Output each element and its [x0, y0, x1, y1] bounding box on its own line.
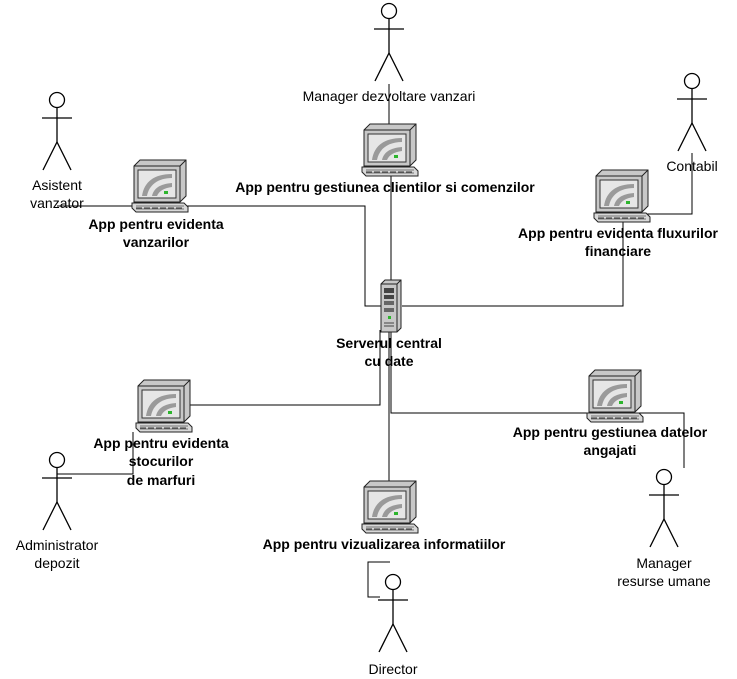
actor-label: Contabil: [666, 158, 717, 174]
link-administrator-pc: [57, 432, 134, 475]
actor-label-line1: Manager: [636, 555, 692, 571]
stick-figure-icon: [648, 468, 680, 548]
link-server-angajati: [390, 330, 685, 468]
stick-figure-icon: [377, 573, 409, 653]
link-server-stocuri: [188, 330, 381, 406]
link-contabil-pc: [645, 153, 693, 215]
connections: [57, 84, 693, 598]
stick-figure-icon: [41, 451, 73, 531]
actor-manager-dezvoltare-vanzari: Manager dezvoltare vanzari: [303, 2, 476, 104]
node-app-vanzari: App pentru evidenta vanzarilor: [88, 159, 224, 250]
node-label-line2: stocurilor: [129, 453, 194, 469]
actor-asistent-vanzator: Asistent vanzator: [30, 91, 84, 211]
actor-contabil: Contabil: [666, 72, 718, 174]
actor-label-line2: depozit: [34, 555, 79, 571]
node-label-line1: App pentru evidenta: [88, 216, 224, 232]
stick-figure-icon: [373, 2, 405, 82]
server-label-line1: Serverul central: [336, 335, 442, 351]
node-label-line2: financiare: [585, 243, 651, 259]
node-label-line1: App pentru evidenta: [93, 435, 229, 451]
server-tower-icon: [380, 279, 402, 333]
node-app-clienti-comenzi: App pentru gestiunea clientilor si comen…: [235, 123, 535, 195]
node-server-central: Serverul central cu date: [336, 279, 442, 369]
node-label: App pentru vizualizarea informatiilor: [263, 536, 506, 552]
node-label: App pentru gestiunea clientilor si comen…: [235, 179, 535, 195]
node-app-stocuri: App pentru evidenta stocurilor de marfur…: [93, 379, 229, 488]
actor-manager-resurse-umane: Manager resurse umane: [617, 468, 711, 589]
node-label-line1: App pentru gestiunea datelor: [513, 424, 708, 440]
computer-workstation-icon: [131, 159, 189, 213]
link-vizualizare-director: [367, 561, 390, 598]
actor-director: Director: [368, 573, 418, 677]
actor-administrator-depozit: Administrator depozit: [16, 451, 99, 571]
computer-workstation-icon: [135, 379, 193, 433]
stick-figure-icon: [676, 72, 708, 152]
stick-figure-icon: [41, 91, 73, 171]
actor-label: Manager dezvoltare vanzari: [303, 88, 476, 104]
node-label-line2: angajati: [584, 442, 637, 458]
actor-label-line2: resurse umane: [617, 573, 711, 589]
computer-workstation-icon: [361, 480, 419, 534]
actor-label-line1: Administrator: [16, 537, 99, 553]
actor-label-line1: Asistent: [32, 177, 82, 193]
computer-workstation-icon: [593, 169, 651, 223]
node-label-line3: de marfuri: [127, 472, 195, 488]
actor-label: Director: [368, 661, 417, 677]
node-label-line2: vanzarilor: [123, 234, 190, 250]
node-app-vizualizare: App pentru vizualizarea informatiilor: [263, 480, 506, 552]
node-app-fluxuri-financiare: App pentru evidenta fluxurilor financiar…: [518, 169, 719, 259]
node-label-line1: App pentru evidenta fluxurilor: [518, 225, 718, 241]
computer-workstation-icon: [361, 123, 419, 177]
link-server-financiare: [402, 222, 624, 307]
computer-workstation-icon: [586, 369, 644, 423]
link-asistent-server: [57, 205, 382, 307]
node-app-angajati: App pentru gestiunea datelor angajati: [513, 369, 708, 458]
server-label-line2: cu date: [364, 353, 413, 369]
actor-label-line2: vanzator: [30, 195, 84, 211]
